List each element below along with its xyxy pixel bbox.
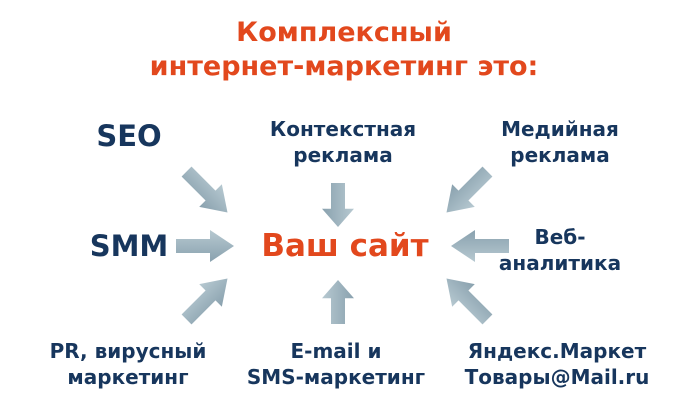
arrow-from-pr-icon [173,265,241,333]
node-seo: SEO [96,119,162,153]
node-media-ads: Медийная реклама [501,117,619,167]
node-marketplaces: Яндекс.Маркет Товары@Mail.ru [464,339,650,389]
node-email-sms-marketing: E-mail и SMS-маркетинг [246,339,426,389]
arrow-from-contextual-icon [319,183,357,227]
node-smm: SMM [89,229,169,263]
diagram-title: Комплексный интернет-маркетинг это: [149,17,539,82]
arrow-from-media-icon [433,158,501,226]
arrow-from-smm-icon [176,227,234,265]
arrow-from-marketplaces-icon [433,265,501,333]
arrow-from-seo-icon [173,158,241,226]
node-pr-viral-marketing: PR, вирусный маркетинг [49,339,207,389]
node-web-analytics: Веб- аналитика [498,225,622,275]
center-your-site: Ваш сайт [261,228,429,264]
node-contextual-ads: Контекстная реклама [269,117,417,167]
arrow-from-web-analytics-icon [451,227,509,265]
arrow-from-email-icon [319,280,357,324]
